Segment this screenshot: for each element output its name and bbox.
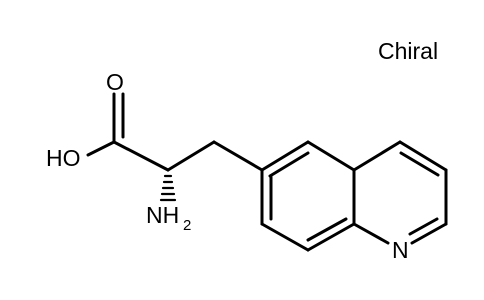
pyr-bond-5 (352, 222, 390, 245)
pyr-bond-1 (352, 140, 402, 172)
benzo-inner-2 (306, 217, 348, 242)
amine-subscript: 2 (183, 217, 191, 234)
pyr-bond-2 (398, 140, 448, 172)
amine-label: NH (146, 202, 179, 228)
bond-ch2-ring (212, 140, 264, 172)
hashed-wedge-bond (159, 174, 177, 202)
pyr-inner-1 (399, 151, 440, 177)
bond-c-alpha (112, 140, 170, 172)
bond-c-oh (86, 140, 116, 157)
chiral-flag-label: Chiral (378, 38, 439, 64)
benzo-bond-5 (260, 222, 310, 252)
benzo-bond-4 (306, 222, 356, 252)
benzo-bond-2 (306, 140, 356, 172)
bond-alpha-ch2 (166, 140, 216, 172)
pyr-bond-4 (410, 222, 448, 245)
hydroxyl-label: HO (46, 145, 81, 171)
pyr-inner-2 (408, 217, 439, 236)
benzo-inner-1 (268, 151, 310, 178)
oxygen-carbonyl-label: O (106, 69, 124, 95)
benzo-bond-1 (260, 140, 310, 172)
ring-nitrogen-label: N (392, 237, 409, 263)
